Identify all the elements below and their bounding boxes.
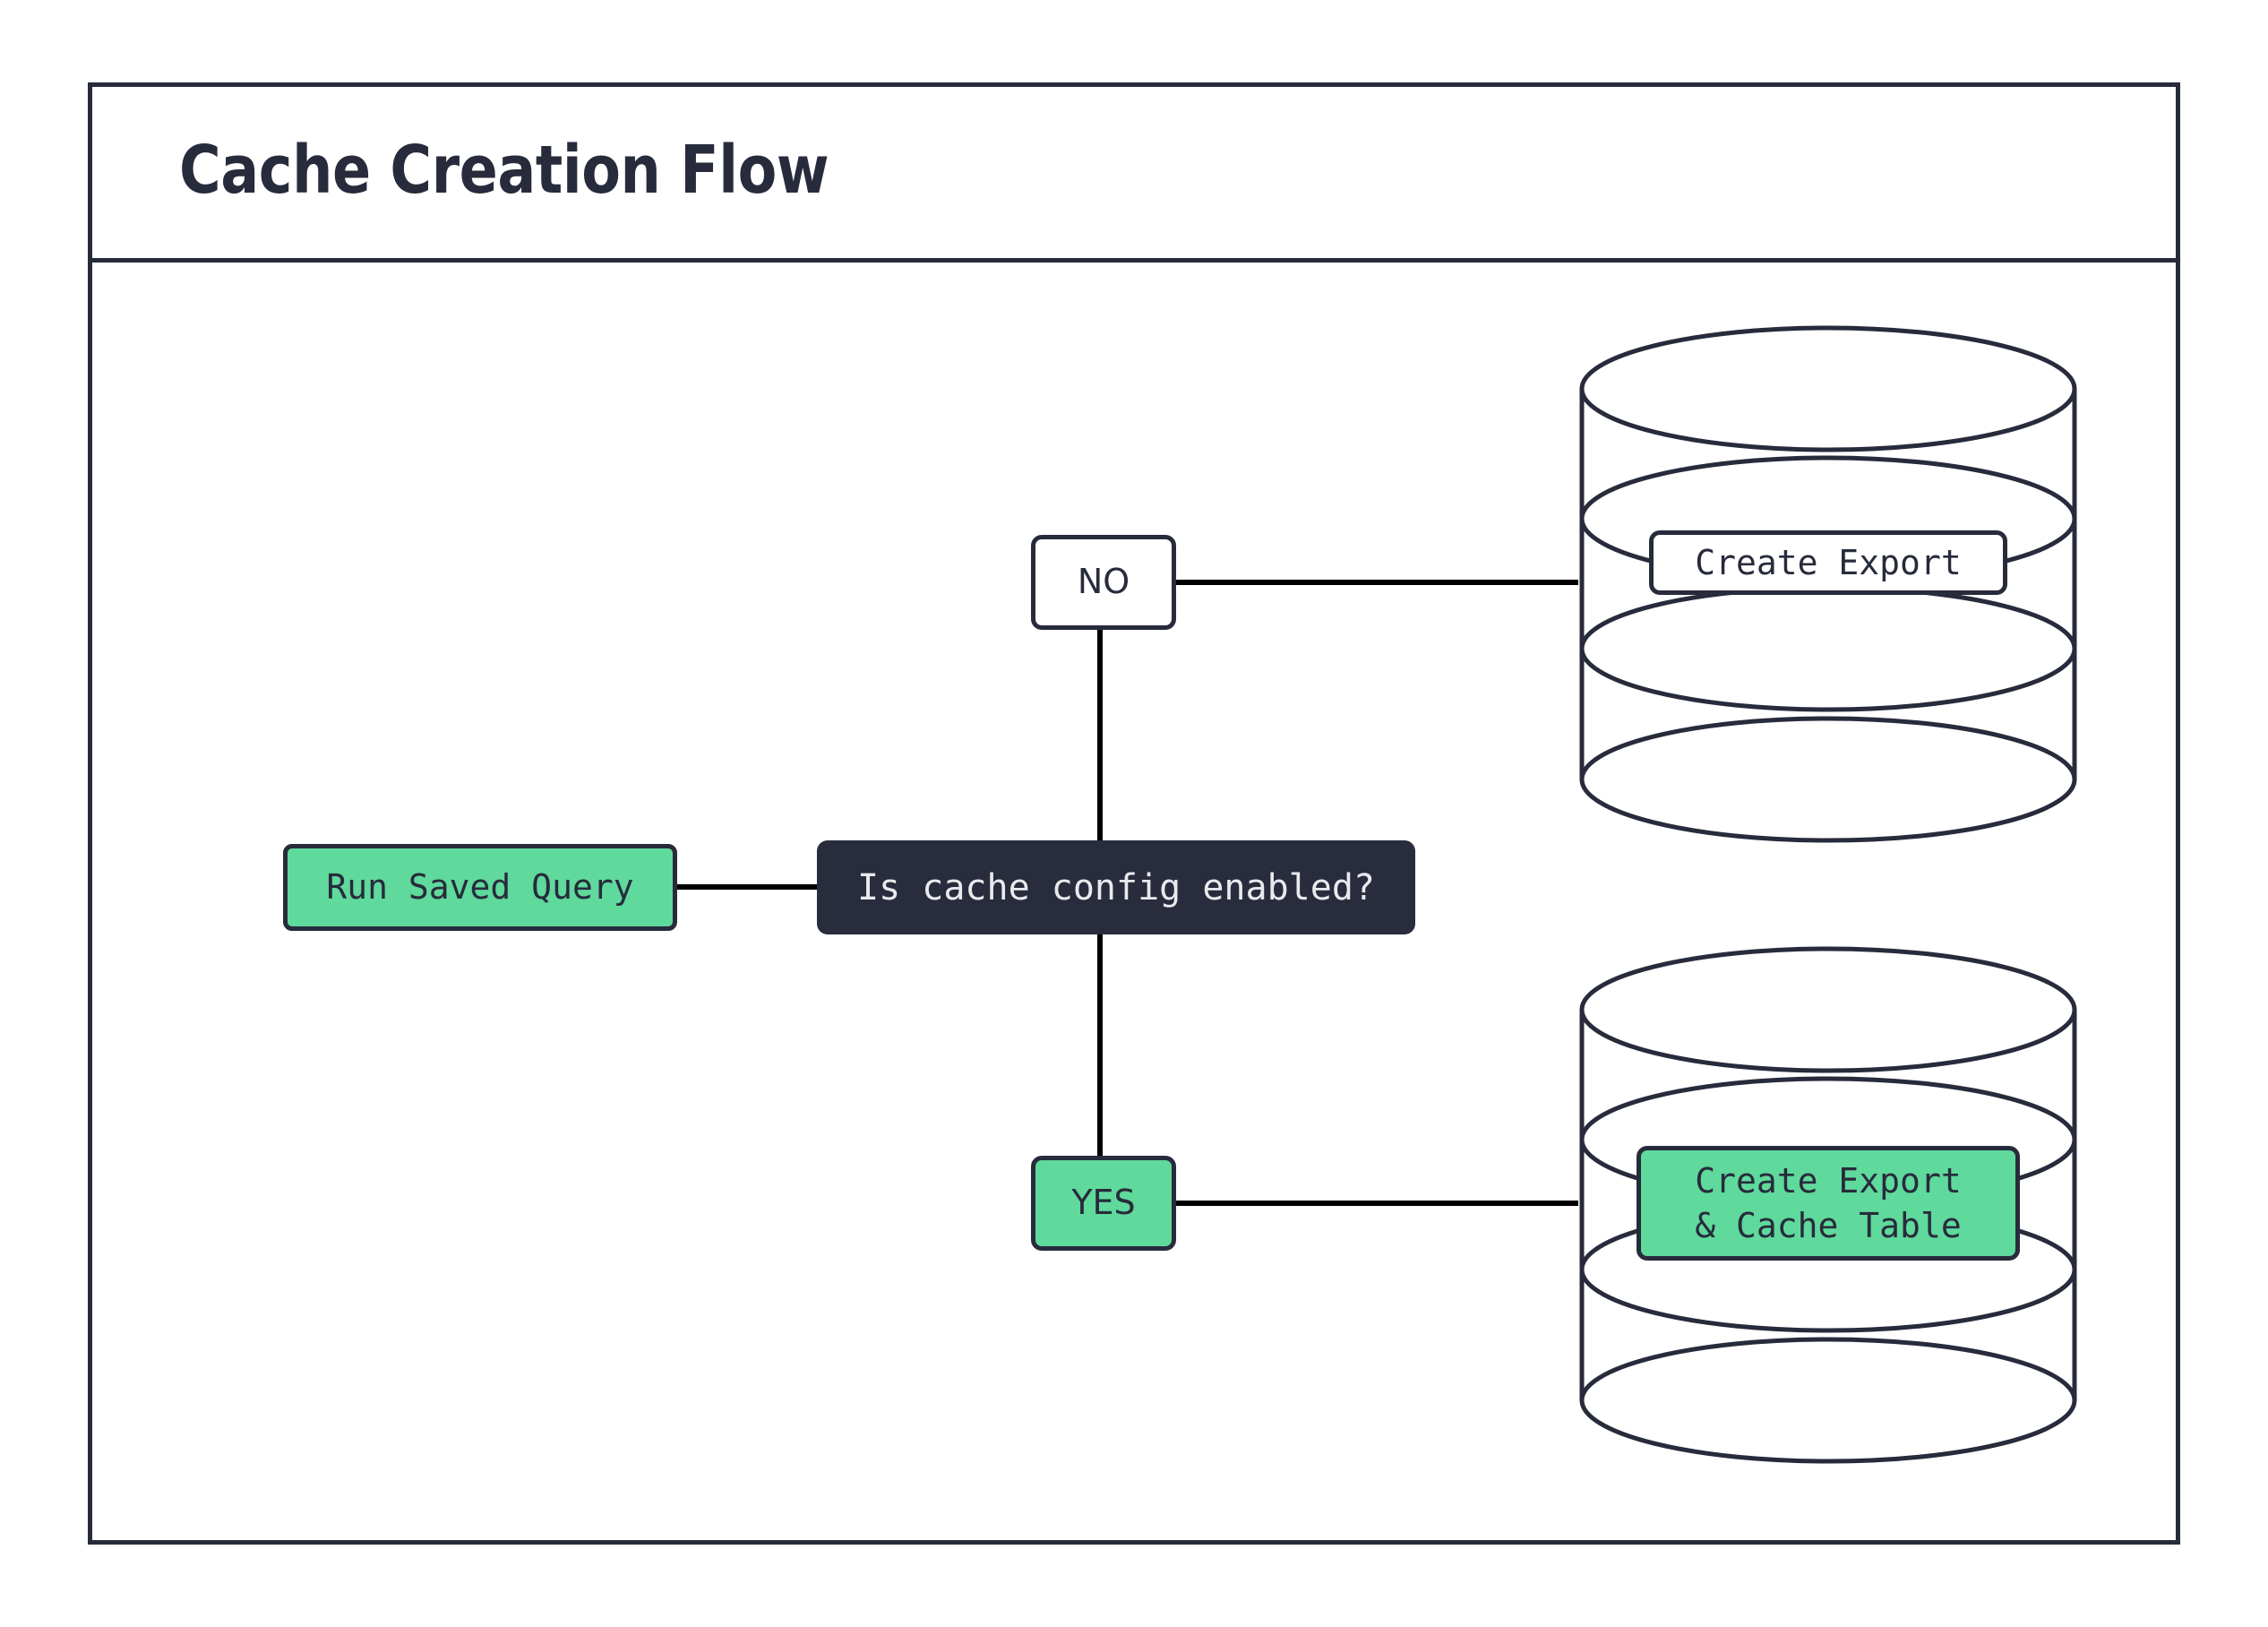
node-db-create-export-label: Create Export bbox=[1649, 530, 2007, 595]
page-title: Cache Creation Flow bbox=[179, 132, 829, 209]
db-bottom-label-line-2: & Cache Table bbox=[1695, 1206, 1962, 1245]
node-branch-yes[interactable]: YES bbox=[1031, 1156, 1176, 1251]
node-branch-no[interactable]: NO bbox=[1031, 535, 1176, 630]
node-branch-yes-label: YES bbox=[1071, 1183, 1136, 1223]
node-branch-no-label: NO bbox=[1077, 562, 1130, 602]
node-db-cache-table-label: Create Export & Cache Table bbox=[1637, 1146, 2020, 1261]
db-top-label-text: Create Export bbox=[1695, 542, 1962, 582]
node-run-saved-query[interactable]: Run Saved Query bbox=[283, 844, 677, 931]
node-db-create-export-cache-table[interactable]: Create Export & Cache Table bbox=[1578, 945, 2078, 1465]
node-db-create-export[interactable]: Create Export bbox=[1578, 324, 2078, 844]
node-decision-cache-config[interactable]: Is cache config enabled? bbox=[817, 840, 1415, 934]
node-run-saved-query-label: Run Saved Query bbox=[326, 866, 634, 907]
node-decision-label: Is cache config enabled? bbox=[857, 866, 1375, 908]
diagram-title-bar: Cache Creation Flow bbox=[88, 82, 2180, 263]
db-bottom-label-line-1: Create Export bbox=[1695, 1160, 1962, 1201]
